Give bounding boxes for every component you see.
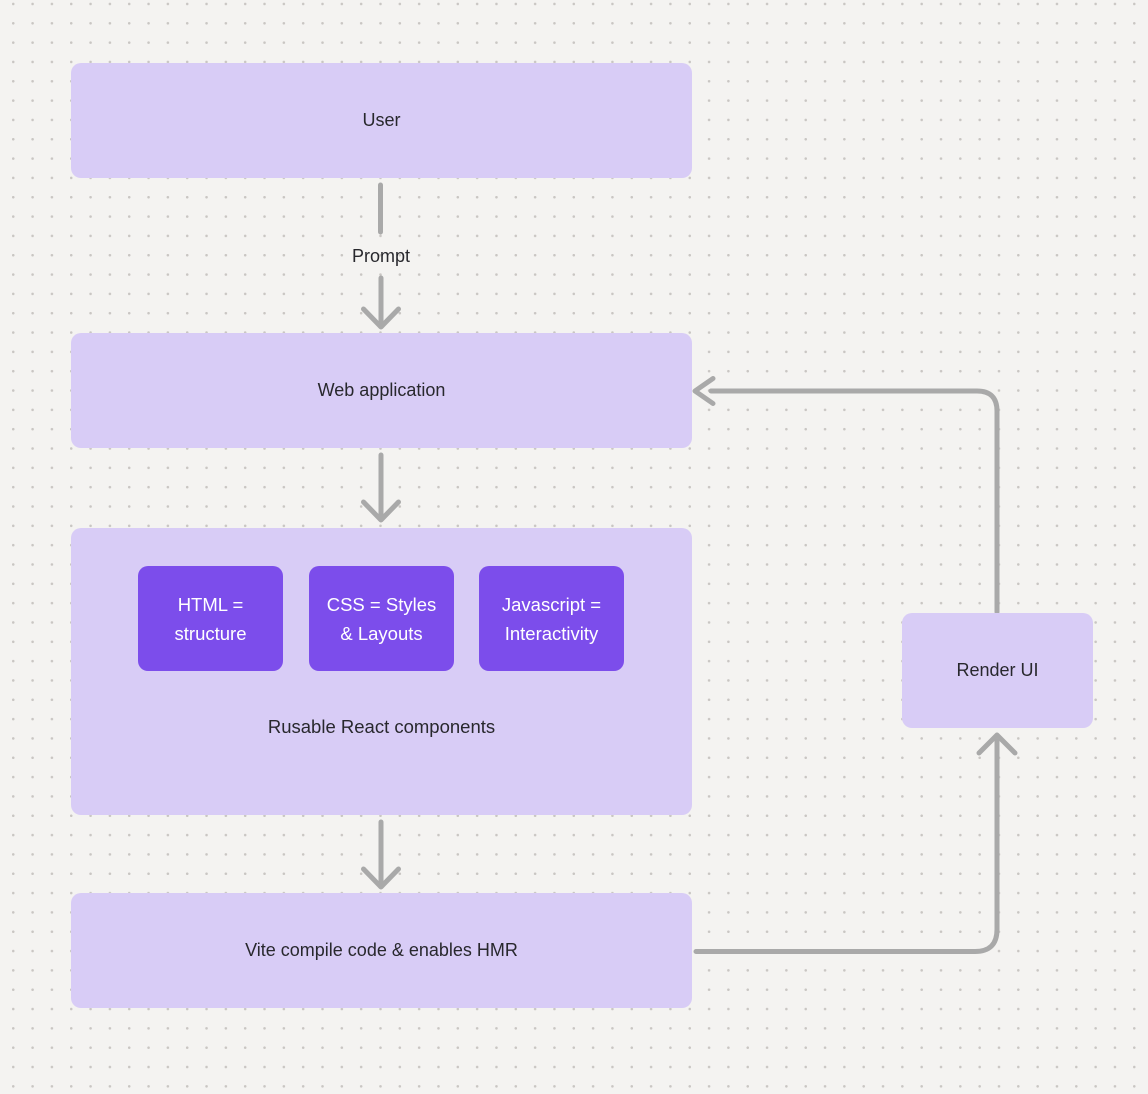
node-web-application[interactable]: Web application (71, 333, 692, 448)
edge-label-prompt[interactable]: Prompt (351, 246, 411, 266)
node-user-label: User (362, 110, 401, 130)
node-render-ui[interactable]: Render UI (902, 613, 1093, 728)
node-html-line2: structure (174, 622, 247, 644)
node-vite-label: Vite compile code & enables HMR (245, 940, 518, 960)
node-user[interactable]: User (71, 63, 692, 178)
node-render-ui-label: Render UI (956, 660, 1039, 680)
connector-renderui-webapp (708, 388, 1000, 615)
node-html-structure[interactable]: HTML = structure (138, 566, 283, 671)
arrowhead-down-components-icon (361, 499, 401, 523)
arrowhead-up-renderui-icon (976, 732, 1018, 756)
node-css-line2: & Layouts (340, 622, 423, 644)
node-javascript-interactivity[interactable]: Javascript = Interactivity (479, 566, 624, 671)
arrowhead-left-webapp-icon (692, 376, 716, 406)
node-html-line1: HTML = (177, 593, 244, 615)
connector-vite-renderui (693, 738, 1000, 954)
arrowhead-down-webapp-icon (361, 306, 401, 330)
node-web-application-label: Web application (317, 380, 446, 400)
components-group-caption: Rusable React components (267, 716, 496, 737)
arrowhead-down-vite-icon (361, 866, 401, 890)
node-css-line1: CSS = Styles (326, 593, 437, 615)
node-css-styles[interactable]: CSS = Styles & Layouts (309, 566, 454, 671)
node-js-line2: Interactivity (504, 622, 599, 644)
node-vite-compile[interactable]: Vite compile code & enables HMR (71, 893, 692, 1008)
node-js-line1: Javascript = (501, 593, 602, 615)
